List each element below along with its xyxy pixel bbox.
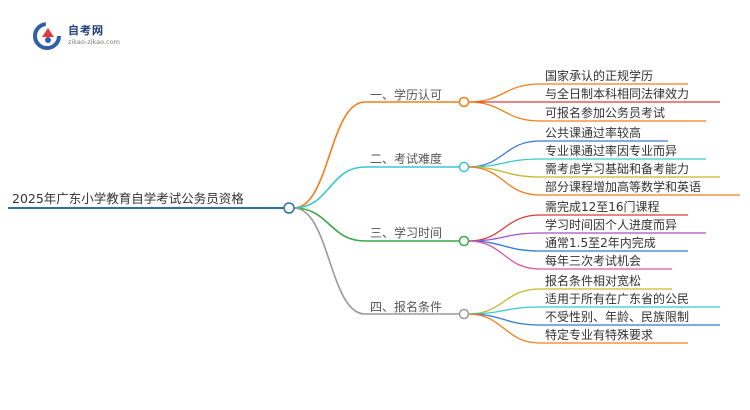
leaf-label: 需完成12至16门课程	[545, 199, 660, 214]
leaf-label: 适用于所有在广东省的公民	[545, 291, 689, 306]
leaf-label: 每年三次考试机会	[545, 253, 641, 268]
connectors	[293, 83, 740, 344]
logo-title: 自考网	[68, 24, 104, 37]
leaf-label: 特定专业有特殊要求	[545, 327, 653, 342]
root-label: 2025年广东小学教育自学考试公务员资格	[12, 191, 244, 206]
connector-line	[467, 166, 541, 196]
connector-line	[293, 207, 366, 315]
leaf-label: 部分课程增加高等数学和英语	[545, 179, 701, 194]
leaf-label: 与全日制本科相同法律效力	[545, 86, 689, 101]
connector-line	[293, 166, 366, 209]
branch-node: 四、报名条件	[365, 299, 470, 320]
logo-mark-icon	[33, 22, 61, 50]
leaf-label: 公共课通过率较高	[545, 125, 641, 140]
nodes: 2025年广东小学教育自学考试公务员资格 一、学历认可 国家承认的正规学历 与全…	[8, 68, 701, 342]
branch-node: 二、考试难度	[365, 151, 470, 173]
leaf-label: 需考虑学习基础和备考能力	[545, 161, 689, 176]
logo: 自考网 zikao-zikao.com	[32, 20, 142, 52]
branch-dot	[458, 235, 470, 247]
root-node: 2025年广东小学教育自学考试公务员资格	[8, 191, 295, 214]
leaf-label: 报名条件相对宽松	[545, 273, 641, 288]
branch-label: 四、报名条件	[370, 299, 442, 314]
branch-node: 三、学习时间	[365, 225, 470, 247]
connector-line	[293, 101, 366, 209]
branch-dot	[458, 161, 470, 173]
branch-label: 三、学习时间	[370, 225, 442, 240]
logo-url: zikao-zikao.com	[68, 38, 120, 46]
connector-line	[467, 101, 541, 122]
leaf-label: 通常1.5至2年内完成	[545, 235, 656, 250]
leaf-label: 学习时间因个人进度而异	[545, 217, 677, 232]
branch-node: 一、学历认可	[365, 87, 470, 108]
branch-dot	[458, 96, 470, 108]
leaf-label: 不受性别、年龄、民族限制	[545, 310, 689, 324]
branch-dot	[458, 308, 470, 320]
branch-label: 一、学历认可	[370, 87, 442, 102]
root-connector-dot	[283, 202, 295, 214]
connector-line	[467, 240, 541, 270]
connector-line	[467, 313, 541, 344]
leaf-label: 可报名参加公务员考试	[545, 105, 665, 120]
connector-line	[467, 83, 541, 103]
leaf-label: 国家承认的正规学历	[545, 68, 653, 83]
branch-label: 二、考试难度	[370, 151, 442, 166]
leaf-label: 专业课通过率因专业而异	[545, 143, 677, 158]
connector-line	[293, 207, 366, 242]
